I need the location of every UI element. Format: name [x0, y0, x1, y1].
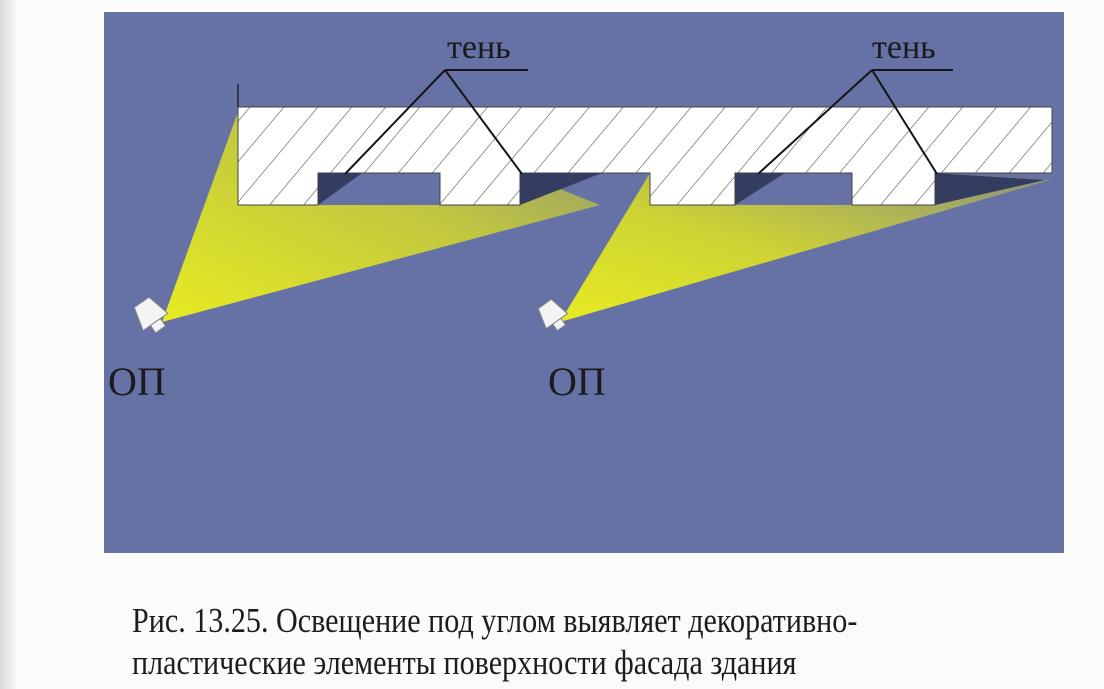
- caption-line-1: Рис. 13.25. Освещение под углом выявляет…: [132, 601, 858, 640]
- shadow-leader-left: [344, 69, 528, 175]
- light-source-label-left: ОП: [108, 359, 166, 404]
- caption-line-2: пластические элементы поверхности фасада…: [132, 643, 797, 682]
- lamp-icon: [537, 298, 569, 332]
- shadow-1: [318, 173, 362, 205]
- shadow-2: [520, 173, 602, 205]
- shadow-3: [735, 173, 785, 205]
- shadow-4: [935, 173, 1045, 205]
- lamp-icon: [133, 296, 169, 334]
- light-beam-right: [560, 173, 1050, 322]
- figure-caption: Рис. 13.25. Освещение под углом выявляет…: [132, 600, 932, 684]
- shadow-label-right: тень: [872, 29, 936, 66]
- light-source-label-right: ОП: [548, 359, 606, 404]
- page-edge-shading: [0, 0, 18, 689]
- shadow-leader-right: [757, 69, 953, 175]
- shadow-label-left: тень: [447, 29, 511, 66]
